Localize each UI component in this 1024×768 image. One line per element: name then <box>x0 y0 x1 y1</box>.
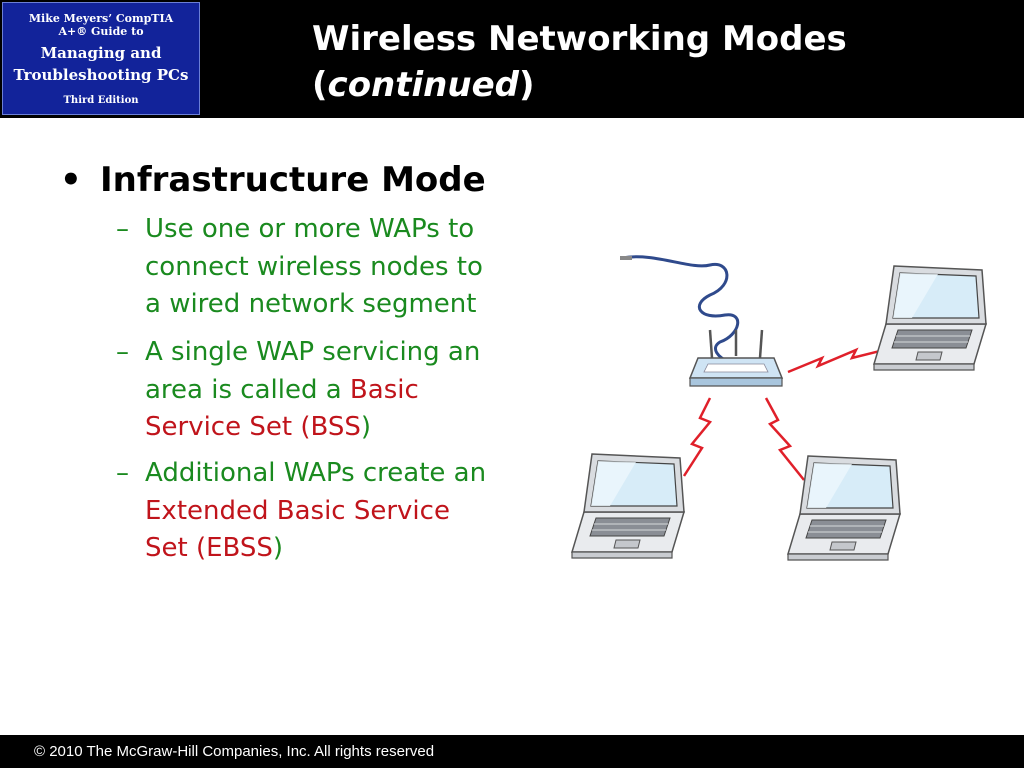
sub-bullet-3-close: ) <box>272 533 284 563</box>
logo-line-2: A+® Guide to <box>58 25 144 38</box>
main-bullet: • Infrastructure Mode <box>60 158 486 202</box>
book-logo: Mike Meyers’ CompTIA A+® Guide to Managi… <box>2 2 200 115</box>
sub-bullet-marker: – <box>116 458 129 488</box>
title-paren-close: ) <box>518 65 535 105</box>
sub-bullet-marker: – <box>116 337 129 367</box>
slide-title: Wireless Networking Modes (continued) <box>312 16 1012 108</box>
ebss-term-part-1: Extended Basic Service <box>145 495 450 526</box>
bss-term-part-2: Service Set (BSS <box>145 412 361 442</box>
logo-line-4: Troubleshooting PCs <box>13 66 189 84</box>
logo-line-3: Managing and <box>40 44 162 62</box>
title-continued: continued <box>327 65 519 105</box>
wired-cable <box>620 255 740 364</box>
logo-line-1: Mike Meyers’ CompTIA <box>28 12 174 25</box>
logo-edition: Third Edition <box>63 95 139 106</box>
sub-bullet-2-close: ) <box>360 412 372 442</box>
sub-bullet-2-line-1: A single WAP servicing an <box>145 337 481 367</box>
infrastructure-mode-diagram <box>571 255 987 561</box>
sub-bullet-1-line-1: Use one or more WAPs to <box>145 214 475 244</box>
slide-footer: © 2010 The McGraw-Hill Companies, Inc. A… <box>0 735 1024 768</box>
laptop-icon <box>571 453 685 559</box>
ebss-term-part-2: Set (EBSS <box>145 533 273 563</box>
sub-bullet-2-line-3: Service Set (BSS) <box>116 409 566 447</box>
wireless-access-point <box>688 329 784 387</box>
sub-bullet-1-line-2: connect wireless nodes to <box>145 251 483 282</box>
title-line-1: Wireless Networking Modes <box>312 19 847 59</box>
sub-bullet-3-line-3: Set (EBSS) <box>116 530 566 568</box>
sub-bullet-2-plain: area is called a <box>145 374 350 405</box>
bullet-heading: Infrastructure Mode <box>100 160 486 200</box>
sub-bullet-marker: – <box>116 214 129 244</box>
slide-header: Mike Meyers’ CompTIA A+® Guide to Managi… <box>0 0 1024 118</box>
bss-term-part-1: Basic <box>349 374 419 405</box>
title-paren-open: ( <box>312 65 328 105</box>
wireless-signal-icon <box>682 346 893 481</box>
copyright-text: © 2010 The McGraw-Hill Companies, Inc. A… <box>34 743 435 760</box>
laptop-icon <box>787 455 901 561</box>
sub-bullet-1: – Use one or more WAPs to connect wirele… <box>116 211 566 324</box>
sub-bullet-2: – A single WAP servicing an area is call… <box>116 334 566 447</box>
sub-bullet-3-line-1: Additional WAPs create an <box>145 458 487 488</box>
sub-bullet-1-line-3: a wired network segment <box>145 289 477 319</box>
sub-bullet-2-line-2: area is called a Basic <box>116 372 566 410</box>
title-line-2: (continued) <box>312 62 1012 108</box>
bullet-marker: • <box>60 160 82 200</box>
sub-bullet-3: – Additional WAPs create an Extended Bas… <box>116 455 566 568</box>
laptop-icon <box>873 265 987 371</box>
